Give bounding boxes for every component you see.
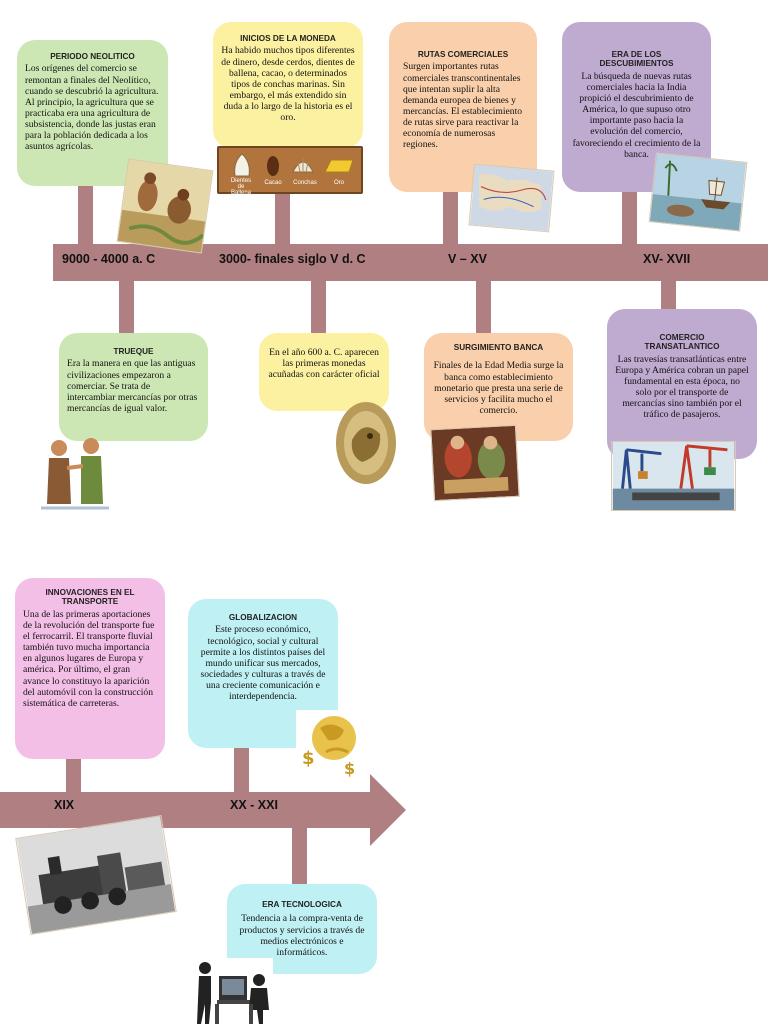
barter-people-image bbox=[41, 438, 109, 510]
period-label-4: XV- XVII bbox=[643, 252, 691, 266]
money-item-label: Conchas bbox=[293, 180, 317, 186]
connector-neolitico bbox=[78, 184, 93, 246]
card-text: Tendencia a la compra-venta de productos… bbox=[239, 913, 365, 958]
period-label-3: V – XV bbox=[448, 252, 487, 266]
card-text: Surgen importantes rutas comerciales tra… bbox=[403, 61, 523, 151]
card-text: Finales de la Edad Media surge la banca … bbox=[433, 360, 564, 416]
cacao-icon bbox=[267, 156, 279, 176]
connector-descubrimientos bbox=[622, 192, 637, 246]
discovery-ships-image bbox=[648, 152, 748, 232]
neolithic-farmers-image bbox=[116, 158, 214, 254]
connector-rutas bbox=[443, 192, 458, 246]
card-title: COMERCIO TRANSATLANTICO bbox=[644, 333, 720, 352]
globe-money-image: $ $ bbox=[296, 710, 366, 778]
steam-train-image bbox=[15, 815, 177, 935]
card-text: Era la manera en que las antiguas civili… bbox=[67, 358, 198, 414]
connector-transatlantico bbox=[661, 279, 676, 311]
card-title: TRUEQUE bbox=[113, 347, 154, 356]
card-text: En el año 600 a. C. aparecen las primera… bbox=[268, 347, 380, 381]
card-text: Las travesías transatlánticas entre Euro… bbox=[615, 353, 749, 421]
card-innovaciones-transporte: INNOVACIONES EN EL TRANSPORTE Una de las… bbox=[15, 578, 165, 759]
svg-text:$: $ bbox=[344, 759, 355, 778]
card-title: SURGIMIENTO BANCA bbox=[453, 343, 544, 352]
period-label-2: 3000- finales siglo V d. C bbox=[219, 252, 366, 266]
money-item-label: Dientes de Ballena bbox=[230, 178, 252, 196]
connector-trueque bbox=[119, 279, 134, 335]
card-surgimiento-banca: SURGIMIENTO BANCA Finales de la Edad Med… bbox=[424, 333, 573, 441]
ancient-coin-image bbox=[336, 402, 396, 484]
card-text: Ha habido muchos tipos diferentes de din… bbox=[221, 45, 355, 124]
card-title: GLOBALIZACION bbox=[228, 613, 298, 622]
card-comercio-transatlantico: COMERCIO TRANSATLANTICO Las travesías tr… bbox=[607, 309, 757, 459]
gold-bar-icon bbox=[324, 159, 354, 173]
connector-globalizacion bbox=[234, 746, 249, 794]
connector-tecnologica bbox=[292, 826, 307, 886]
card-trueque: TRUEQUE Era la manera en que las antigua… bbox=[59, 333, 208, 441]
connector-moneda bbox=[275, 192, 290, 246]
trade-routes-map-image bbox=[468, 163, 555, 233]
shell-icon bbox=[292, 158, 314, 173]
svg-text:$: $ bbox=[302, 748, 315, 769]
money-item-label: Cacao bbox=[264, 180, 282, 186]
card-rutas-comerciales: RUTAS COMERCIALES Surgen importantes rut… bbox=[389, 22, 537, 192]
period-label-1: 9000 - 4000 a. C bbox=[62, 252, 156, 266]
card-inicios-moneda: INICIOS DE LA MONEDA Ha habido muchos ti… bbox=[213, 22, 363, 148]
period-label-6: XX - XXI bbox=[230, 798, 278, 812]
card-text: Este proceso económico, tecnológico, soc… bbox=[200, 624, 326, 703]
connector-transporte bbox=[66, 757, 81, 794]
card-title: ERA DE LOS DESCUBIMIENTOS bbox=[599, 50, 674, 69]
money-types-panel: Dientes de Ballena Cacao Conchas Oro bbox=[217, 146, 363, 196]
card-text: La búsqueda de nuevas rutas comerciales … bbox=[572, 70, 701, 160]
bank-painting-image bbox=[430, 424, 520, 502]
connector-monedas600 bbox=[311, 279, 326, 335]
money-item-label: Oro bbox=[333, 180, 344, 186]
card-title: INNOVACIONES EN EL TRANSPORTE bbox=[45, 588, 135, 607]
computer-users-image bbox=[193, 958, 273, 1024]
whale-tooth-icon bbox=[234, 153, 250, 177]
card-title: ERA TECNOLOGICA bbox=[262, 900, 342, 909]
card-text: Una de las primeras aportaciones de la r… bbox=[23, 608, 155, 709]
card-monedas-600: En el año 600 a. C. aparecen las primera… bbox=[259, 333, 389, 411]
card-title: PERIODO NEOLITICO bbox=[50, 52, 135, 61]
card-title: RUTAS COMERCIALES bbox=[417, 50, 509, 59]
card-title: INICIOS DE LA MONEDA bbox=[240, 34, 336, 43]
connector-banca bbox=[476, 279, 491, 335]
period-label-5: XIX bbox=[54, 798, 75, 812]
timeline-bar-1 bbox=[53, 244, 768, 281]
card-text: Los orígenes del comercio se remontan a … bbox=[25, 63, 159, 153]
port-cranes-image bbox=[611, 441, 736, 511]
